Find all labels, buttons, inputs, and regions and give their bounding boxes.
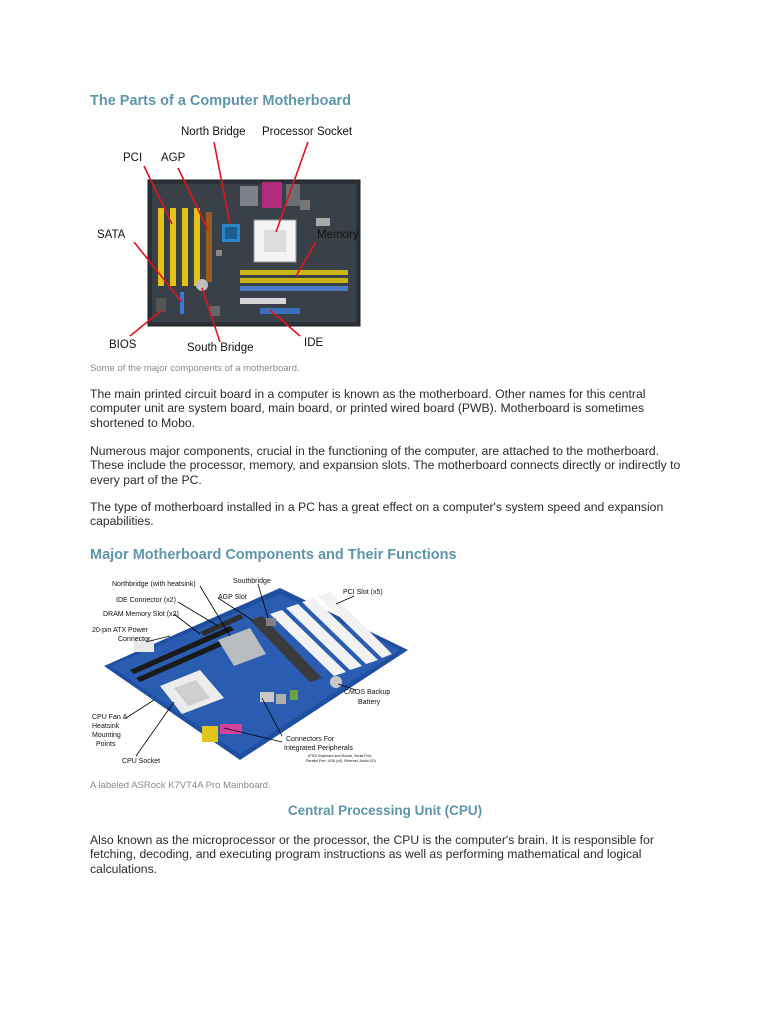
label-connectors-2: Integrated Peripherals xyxy=(284,745,353,752)
section-title-motherboard-parts: The Parts of a Computer Motherboard xyxy=(90,93,351,109)
motherboard-image xyxy=(148,180,360,326)
label-cpu-fan-4: Points xyxy=(96,741,116,748)
label-agp: AGP xyxy=(161,152,186,164)
label-ide-connector: IDE Connector (x2) xyxy=(116,597,176,604)
figure-caption-1: Some of the major components of a mother… xyxy=(90,363,300,374)
label-south-bridge: South Bridge xyxy=(187,342,254,354)
paragraph-2: Numerous major components, crucial in th… xyxy=(90,444,686,487)
label-north-bridge: North Bridge xyxy=(181,126,246,138)
label-connectors-3: (PS/2 Keyboard and Mouse, Serial Port, xyxy=(308,754,372,758)
paragraph-1: The main printed circuit board in a comp… xyxy=(90,387,686,430)
paragraph-3: The type of motherboard installed in a P… xyxy=(90,500,686,529)
label-memory: Memory xyxy=(317,229,359,241)
label-atx-power-1: 20-pin ATX Power xyxy=(92,627,149,634)
label-dram-slot: DRAM Memory Slot (x2) xyxy=(103,611,179,618)
label-connectors-1: Connectors For xyxy=(286,736,335,743)
label-cmos-1: CMOS Backup xyxy=(344,689,390,696)
label-northbridge: Northbridge (with heatsink) xyxy=(112,581,196,588)
label-bios: BIOS xyxy=(109,339,137,351)
label-connectors-4: Parallel Port, USB (x4), Ethernet, Audio… xyxy=(306,759,376,763)
label-cpu-fan-1: CPU Fan & xyxy=(92,714,128,721)
figure-caption-2: A labeled ASRock K7VT4A Pro Mainboard. xyxy=(90,780,271,791)
label-pci: PCI xyxy=(123,152,142,164)
label-southbridge: Southbridge xyxy=(233,578,271,585)
asrock-mainboard-figure: Northbridge (with heatsink) Southbridge … xyxy=(90,574,410,770)
label-agp-slot: AGP Slot xyxy=(218,594,247,601)
label-sata: SATA xyxy=(97,229,126,241)
motherboard-parts-figure: North Bridge Processor Socket PCI AGP SA… xyxy=(90,120,370,360)
label-cmos-2: Battery xyxy=(358,699,381,706)
section-title-major-components: Major Motherboard Components and Their F… xyxy=(90,547,457,563)
label-processor-socket: Processor Socket xyxy=(262,126,353,138)
label-cpu-fan-3: Mounting xyxy=(92,732,121,739)
section-title-cpu: Central Processing Unit (CPU) xyxy=(90,803,680,818)
paragraph-cpu: Also known as the microprocessor or the … xyxy=(90,833,686,876)
label-ide: IDE xyxy=(304,337,324,349)
label-cpu-socket: CPU Socket xyxy=(122,758,160,765)
label-atx-power-2: Connector xyxy=(118,636,151,643)
label-pci-slot: PCI Slot (x5) xyxy=(343,589,383,596)
label-cpu-fan-2: Heatsink xyxy=(92,723,120,730)
